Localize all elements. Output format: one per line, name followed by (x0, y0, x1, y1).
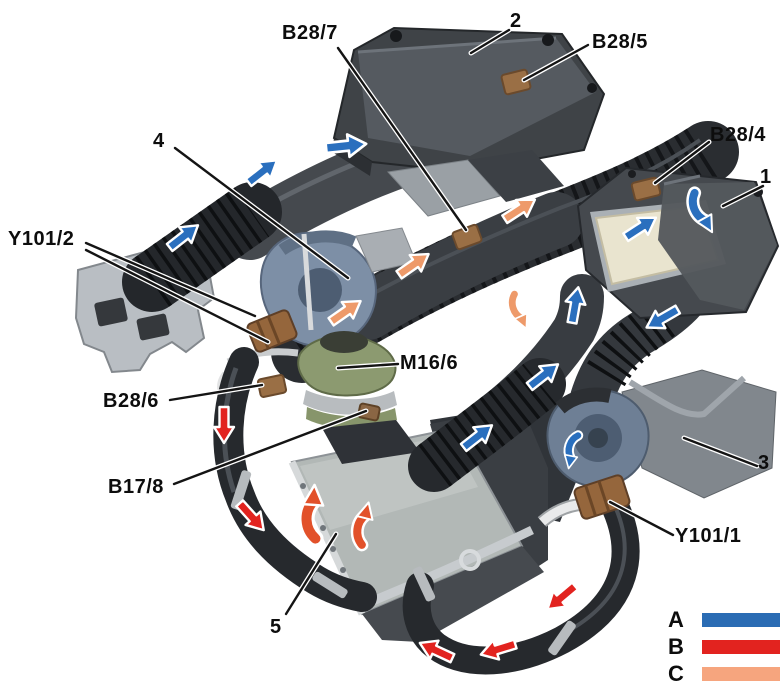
leader-line-b17-8 (172, 409, 368, 486)
charge-air-arrow (479, 638, 518, 661)
pressure-sensor-b28-6 (256, 374, 288, 398)
charge-air-warm-arrow (298, 483, 325, 547)
legend-color-bar-b (702, 639, 780, 654)
engine-bracket-center (387, 150, 564, 217)
leader-line-b28-6 (168, 383, 264, 402)
leader-line-pos-5 (284, 532, 338, 616)
intake-air-arrow (564, 286, 587, 325)
leader-line-b28-5 (522, 43, 590, 82)
cooled-charge-air-arrow (395, 252, 430, 280)
cooled-charge-air-arrow (506, 288, 528, 330)
charge-air-warm-arrow (350, 501, 374, 552)
diverter-valve-right (573, 474, 631, 520)
leader-line-b28-4 (653, 140, 711, 185)
intake-air-arrow (244, 159, 279, 188)
leader-line-pos-4 (173, 146, 350, 280)
air-filter-housing-right (576, 166, 780, 320)
legend-row-intake-air: A (668, 606, 780, 633)
leader-line-b28-7 (336, 46, 468, 232)
charge-air-arrow (546, 581, 580, 611)
leader-line-y101-1 (608, 500, 675, 537)
leader-line-pos-3 (682, 436, 759, 468)
intake-air-arrow (324, 133, 368, 159)
intake-air-arrow (686, 186, 714, 234)
legend-row-cooled-air: C (668, 660, 780, 687)
leader-line-y101-2 (84, 248, 270, 344)
temp-sensor-b17-8 (357, 402, 381, 422)
leader-line-y101-2 (84, 241, 257, 318)
legend-color-bar-a (702, 612, 780, 627)
leader-line-pos-1 (721, 184, 765, 208)
legend-label-b: B (668, 633, 684, 659)
leader-line-m16-6 (336, 362, 400, 370)
charge-air-arrow (212, 405, 236, 445)
leader-line-pos-2 (469, 28, 511, 55)
intake-air-arrow (459, 424, 494, 453)
intake-air-arrow (563, 430, 584, 470)
legend-row-charge-air: B (668, 633, 780, 660)
intake-air-arrow (525, 363, 560, 392)
legend-label-a: A (668, 606, 684, 632)
intake-air-arrow (645, 304, 682, 330)
flow-legend: A B C (668, 606, 780, 687)
legend-label-c: C (668, 660, 684, 686)
intake-bellows-left (122, 182, 282, 312)
charge-air-arrow (418, 639, 456, 664)
intake-air-arrow (165, 224, 200, 253)
charge-air-arrow (235, 499, 265, 532)
charge-air-pipe-right (402, 482, 640, 675)
diverter-valve-left (246, 309, 298, 353)
legend-color-bar-c (702, 666, 780, 681)
intake-air-arrow (622, 216, 658, 243)
cooled-charge-air-arrow (327, 299, 362, 327)
cooled-charge-air-arrow (501, 198, 537, 225)
